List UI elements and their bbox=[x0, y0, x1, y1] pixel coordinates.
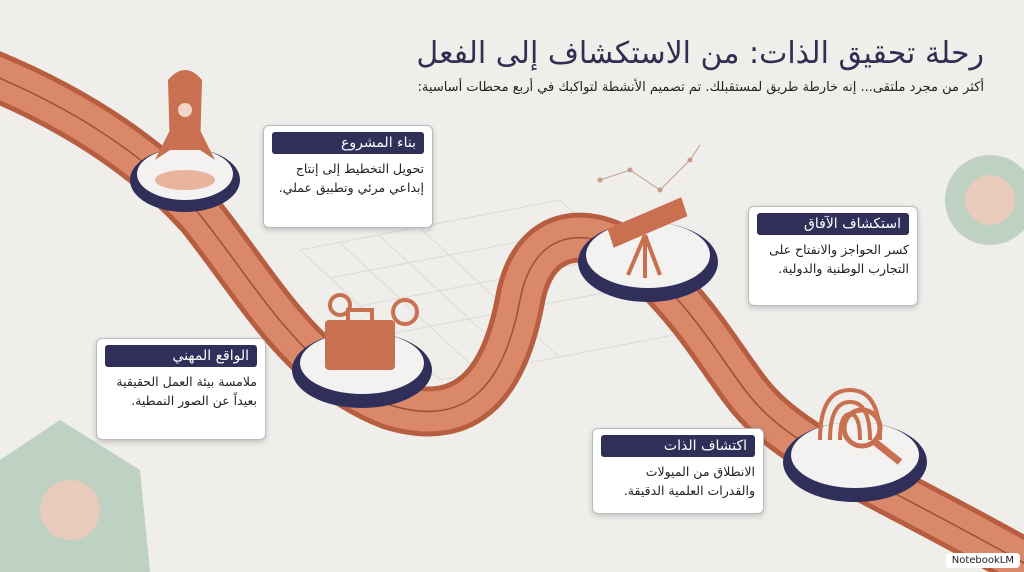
fingerprint-icon bbox=[818, 387, 903, 465]
station-text: تحويل التخطيط إلى إنتاج إبداعي مرئي وتطب… bbox=[278, 161, 424, 195]
station-card-project-building: بناء المشروع تحويل التخطيط إلى إنتاج إبد… bbox=[263, 125, 433, 228]
station-card-self-discovery: اكتشاف الذات الانطلاق من الميولات والقدر… bbox=[592, 428, 764, 514]
station-card-professional-reality: الواقع المهني ملامسة بيئة العمل الحقيقية… bbox=[96, 338, 266, 440]
page-subtitle: أكثر من مجرد ملتقى... إنه خارطة طريق لمس… bbox=[417, 80, 984, 95]
page-title: رحلة تحقيق الذات: من الاستكشاف إلى الفعل bbox=[416, 36, 984, 71]
station-text: الانطلاق من الميولات والقدرات العلمية ال… bbox=[623, 464, 755, 498]
station-text: ملامسة بيئة العمل الحقيقية بعيداً عن الص… bbox=[116, 374, 257, 408]
pattern-decoration-right bbox=[945, 155, 1024, 245]
station-label: بناء المشروع bbox=[272, 132, 424, 154]
notebooklm-badge: NotebookLM bbox=[945, 553, 1020, 568]
platform-fingerprint bbox=[783, 422, 927, 502]
pattern-decoration-left bbox=[0, 420, 150, 572]
briefcase-icon bbox=[325, 293, 419, 370]
station-card-horizons: استكشاف الآفاق كسر الحواجز والانفتاح على… bbox=[748, 206, 918, 306]
station-label: الواقع المهني bbox=[105, 345, 257, 367]
rocket-icon bbox=[155, 70, 215, 190]
telescope-icon bbox=[607, 197, 688, 278]
station-label: اكتشاف الذات bbox=[601, 435, 755, 457]
station-label: استكشاف الآفاق bbox=[757, 213, 909, 235]
platform-telescope bbox=[578, 222, 718, 302]
constellation-decoration bbox=[597, 144, 701, 193]
station-text: كسر الحواجز والانفتاح على التجارب الوطني… bbox=[769, 242, 909, 276]
